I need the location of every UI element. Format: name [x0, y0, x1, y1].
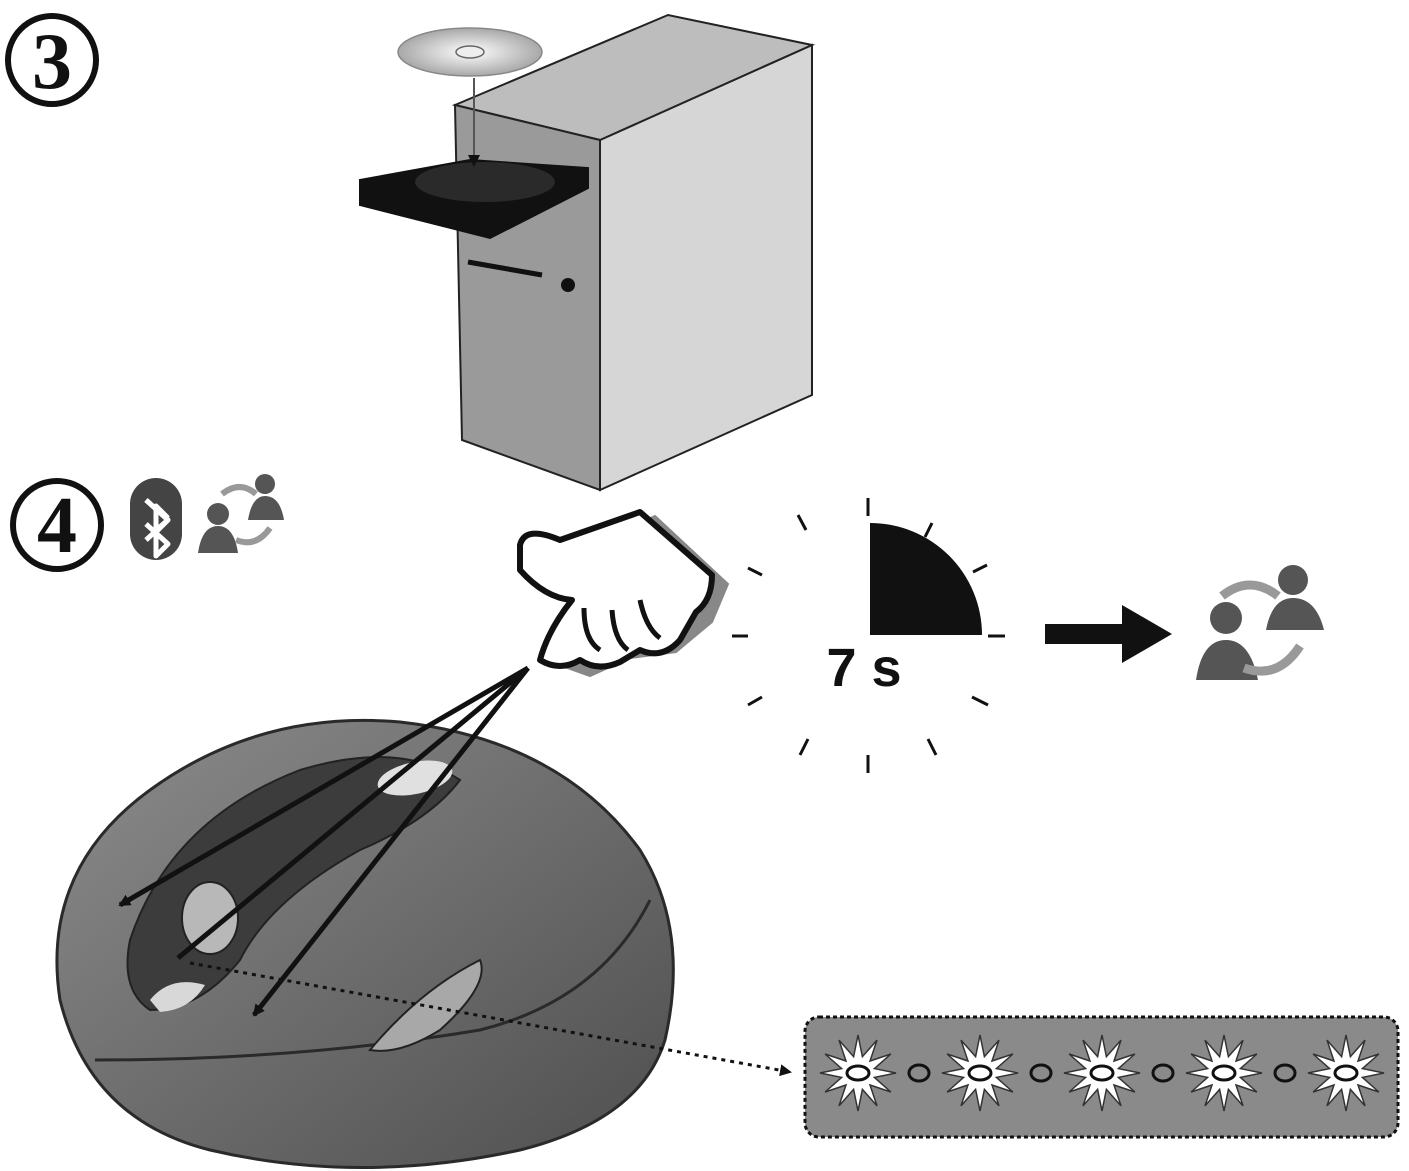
- timer-rays: [732, 498, 1005, 773]
- led-indicator-pointer: [189, 961, 792, 1077]
- led-off-icon: [1029, 1063, 1053, 1083]
- scroll-wheel-icon: [181, 881, 239, 955]
- led-on-icon: [1211, 1064, 1237, 1082]
- mouse-lower-button: [150, 982, 205, 1012]
- press-arrows: [118, 665, 530, 1017]
- result-arrow: [1045, 605, 1172, 663]
- step-4-number: 4: [37, 482, 77, 570]
- led-on-icon: [1089, 1064, 1115, 1082]
- led-off-icon: [907, 1063, 931, 1083]
- led-blink-panel: [803, 1015, 1400, 1139]
- drive-slot: [467, 259, 543, 278]
- led-off-icon: [1273, 1063, 1297, 1083]
- led-off-icon: [1151, 1063, 1175, 1083]
- timer-label: 7 s: [826, 638, 901, 698]
- step-3-number: 3: [32, 18, 72, 106]
- timer-indicator: 7 s: [732, 498, 1005, 773]
- led-sequence: [819, 1034, 1385, 1112]
- cd-disc-icon: [397, 27, 543, 77]
- connection-users-icon: [198, 474, 284, 553]
- power-button: [561, 278, 575, 292]
- step-3-badge: 3: [5, 13, 99, 107]
- led-on-icon: [845, 1064, 871, 1082]
- wireless-mouse: [55, 718, 675, 1169]
- timer-quarter: [870, 523, 982, 635]
- led-on-icon: [967, 1064, 993, 1082]
- mouse-side-button: [368, 958, 483, 1052]
- bluetooth-icon: [130, 478, 182, 560]
- pc-tower: [451, 13, 816, 492]
- step-4-badge: 4: [10, 478, 104, 572]
- connected-users-icon: [1196, 565, 1324, 680]
- led-on-icon: [1333, 1064, 1359, 1082]
- pressing-hand-icon: [517, 509, 730, 678]
